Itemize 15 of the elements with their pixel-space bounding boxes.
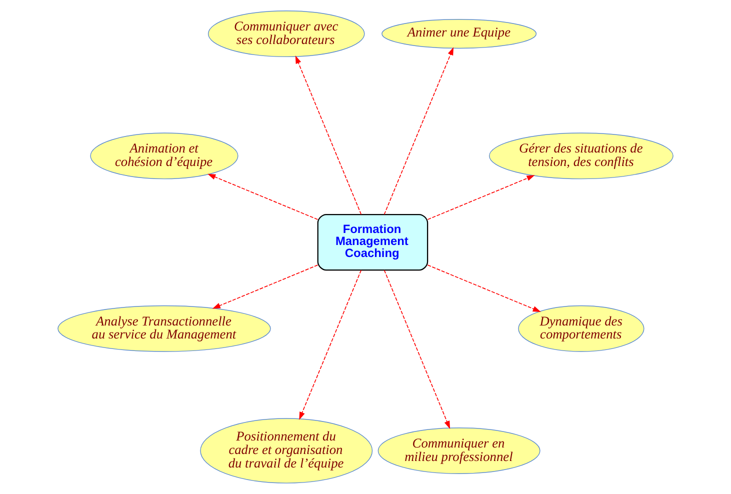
arrow xyxy=(208,174,318,220)
node-box: Formation Management Coaching xyxy=(317,214,428,271)
arrow xyxy=(299,270,362,420)
node-ellipse: Gérer des situations de tension, des conflits xyxy=(488,132,674,180)
arrow xyxy=(384,47,454,215)
node-ellipse: Animer une Equipe xyxy=(382,19,537,49)
arrow xyxy=(384,270,450,430)
arrow xyxy=(427,264,541,312)
node-ellipse: Communiquer en milieu professionnel xyxy=(378,428,540,474)
arrow xyxy=(212,264,318,309)
node-ellipse: Analyse Transactionnelle au service du Management xyxy=(58,305,271,352)
arrow xyxy=(427,175,535,220)
node-ellipse: Positionnement du cadre et organisation du travail de l’équipe xyxy=(200,418,373,484)
node-ellipse: Communiquer avec ses collaborateurs xyxy=(208,10,365,58)
arrow xyxy=(295,56,362,215)
